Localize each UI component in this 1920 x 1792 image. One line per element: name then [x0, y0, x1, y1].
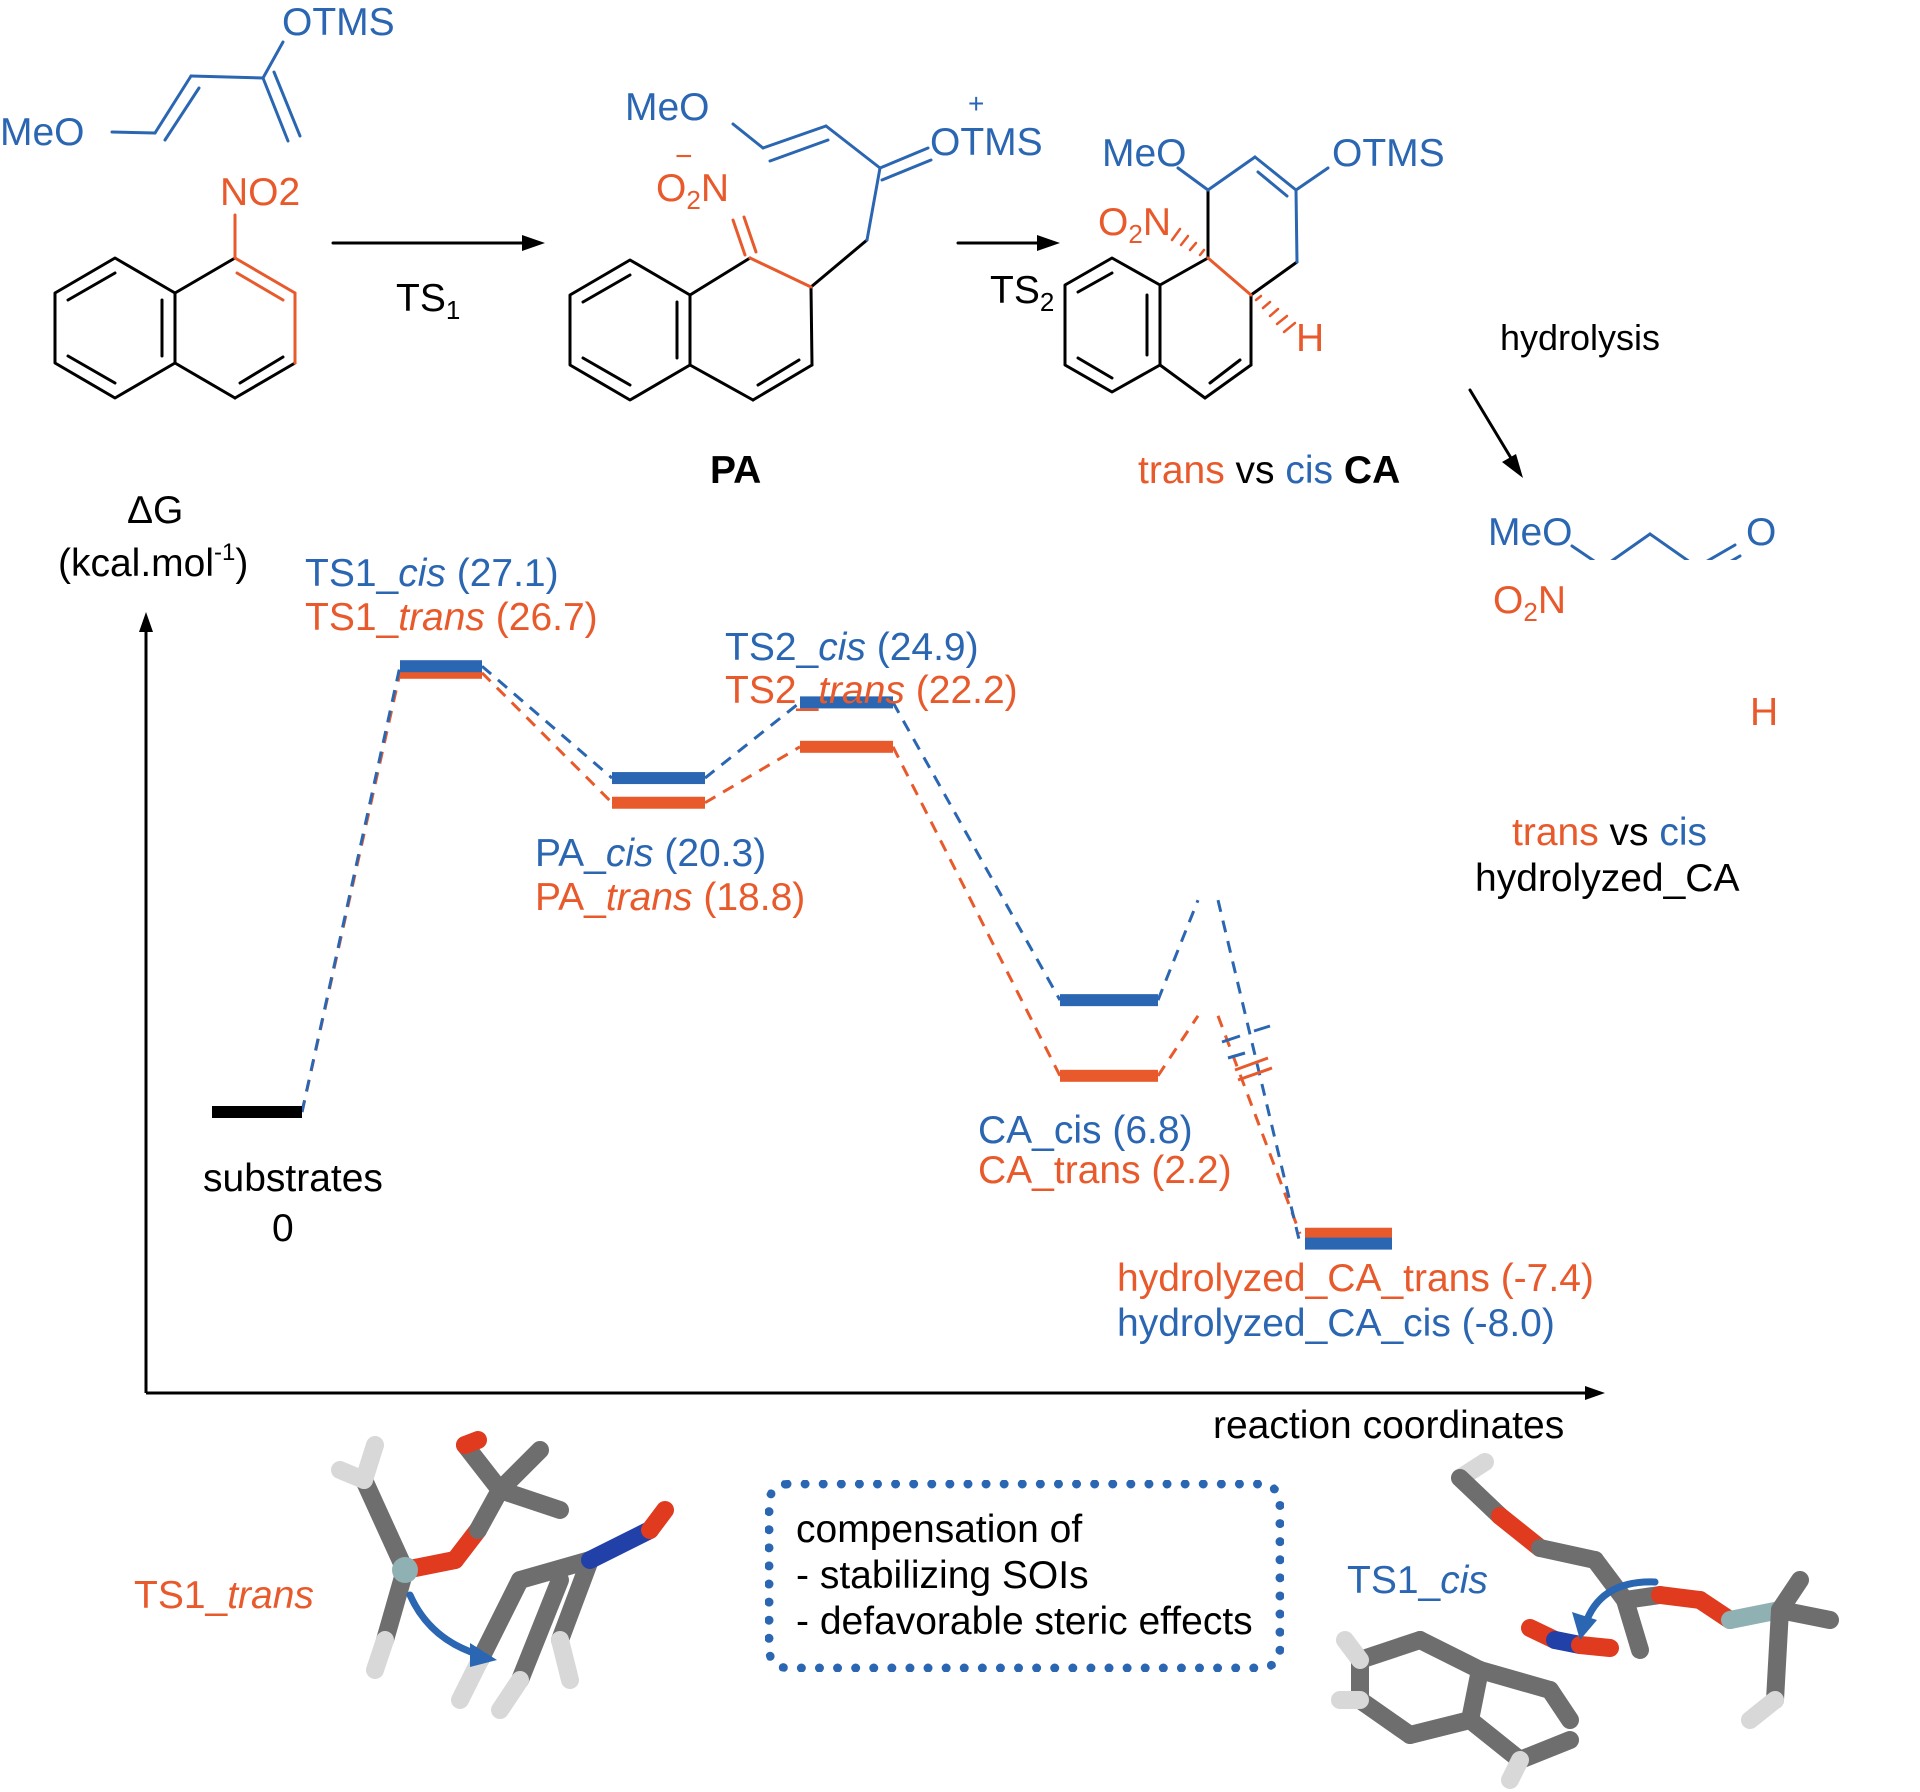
diene-bonds [110, 40, 302, 143]
label-ts1-trans: TS1_trans (26.7) [305, 596, 598, 639]
y-axis-arrowhead [139, 612, 153, 632]
label-hca-trans: hydrolyzed_CA_trans (-7.4) [1117, 1257, 1594, 1300]
level-CA-cis [1060, 994, 1158, 1007]
label-substrates: substrates [203, 1157, 383, 1200]
connector-cis-TS2-to-CA [891, 701, 1062, 1001]
hca-meo-label: MeO [1488, 511, 1573, 554]
hca-h-label: H [1750, 691, 1779, 734]
ca-meo-label: MeO [1102, 132, 1187, 175]
ca-caption: trans vs cis CA [1138, 449, 1401, 492]
level-PA-cis [612, 772, 705, 785]
nitro-label: NO2 [220, 171, 301, 214]
level-substrates [212, 1106, 302, 1118]
diene-meo-label: MeO [0, 111, 85, 154]
label-pa-cis: PA_cis (20.3) [535, 832, 767, 875]
hydrolysis-label: hydrolysis [1500, 317, 1661, 358]
label-substrates-value: 0 [272, 1207, 294, 1250]
label-ca-cis: CA_cis (6.8) [978, 1109, 1193, 1152]
pa-plus-charge: + [968, 88, 985, 119]
energy-levels [212, 660, 1392, 1250]
level-PA-trans [612, 796, 705, 809]
label-pa-trans: PA_trans (18.8) [535, 876, 806, 919]
connector-cis-TS1-to-PA [481, 665, 613, 780]
ca-otms-label: OTMS [1332, 132, 1445, 175]
hca-ketone-o-label: O [1746, 511, 1777, 554]
connector-cis-PA-to-TS2 [704, 701, 801, 780]
nitronaphthalene-bonds [53, 256, 297, 400]
level-TS1-cis [400, 660, 482, 673]
reaction-scheme-drawing [53, 40, 1742, 560]
connector-cis-ca-rise [1156, 899, 1200, 1001]
pa-minus-charge: − [675, 140, 693, 173]
connector-trans-TS2-to-CA [891, 746, 1062, 1077]
ca-h-label: H [1296, 317, 1325, 360]
axes [139, 612, 1605, 1400]
connector-trans-TS1-to-PA [480, 671, 614, 804]
level-TS2-cis [800, 696, 893, 709]
label-hca-cis: hydrolyzed_CA_cis (-8.0) [1117, 1302, 1555, 1345]
compensation-note: compensation of - stabilizing SOIs - def… [765, 1480, 1284, 1673]
level-CA-trans [1060, 1069, 1158, 1082]
note-line-2: - stabilizing SOIs [796, 1554, 1089, 1598]
pa-bonds [568, 238, 869, 402]
x-axis-arrowhead [1585, 1386, 1605, 1400]
pa-caption: PA [710, 449, 762, 492]
label-ts2-trans: TS2_trans (22.2) [725, 669, 1018, 712]
ca-bonds [1063, 188, 1299, 400]
connector-trans-ca-rise [1156, 1014, 1200, 1077]
step1-label: TS1 [396, 277, 461, 325]
note-line-3: - defavorable steric effects [796, 1600, 1253, 1644]
connector-trans-PA-to-TS2 [704, 745, 801, 805]
label-ts2-cis: TS2_cis (24.9) [725, 626, 979, 669]
note-line-1: compensation of [796, 1508, 1083, 1551]
ca-nitro-label: O2N [1098, 201, 1171, 249]
label-ts1-cis: TS1_cis (27.1) [305, 552, 559, 595]
axis-break-mark [1221, 1024, 1273, 1082]
pa-otms-label: OTMS [930, 121, 1043, 164]
arrow-hydrolysis [1468, 388, 1519, 470]
y-axis-unit: (kcal.mol-1) [58, 539, 249, 585]
level-hydrolyzed_CA-trans [1305, 1227, 1392, 1240]
connector-cis-substrates-to-TS1 [300, 665, 402, 1113]
diene-otms-label: OTMS [282, 1, 395, 44]
x-axis-label: reaction coordinates [1213, 1404, 1565, 1447]
level-TS2-trans [800, 740, 893, 753]
step2-label: TS2 [990, 269, 1055, 317]
hca-nitro-label: O2N [1493, 579, 1566, 627]
label-ca-trans: CA_trans (2.2) [978, 1149, 1232, 1192]
pa-meo-label: MeO [625, 86, 710, 129]
connector-trans-ca-to-hca [1216, 1015, 1302, 1235]
hca-caption-line2: hydrolyzed_CA [1475, 857, 1740, 900]
y-axis-label: ΔG [127, 489, 184, 532]
ts1-cis-caption: TS1_cis [1347, 1559, 1488, 1602]
pa-nitronate-label: O2N [656, 167, 729, 215]
level-hydrolyzed_CA-cis [1305, 1237, 1392, 1250]
ts1-trans-caption: TS1_trans [134, 1574, 314, 1617]
hca-caption-line1: trans vs cis [1512, 811, 1708, 854]
